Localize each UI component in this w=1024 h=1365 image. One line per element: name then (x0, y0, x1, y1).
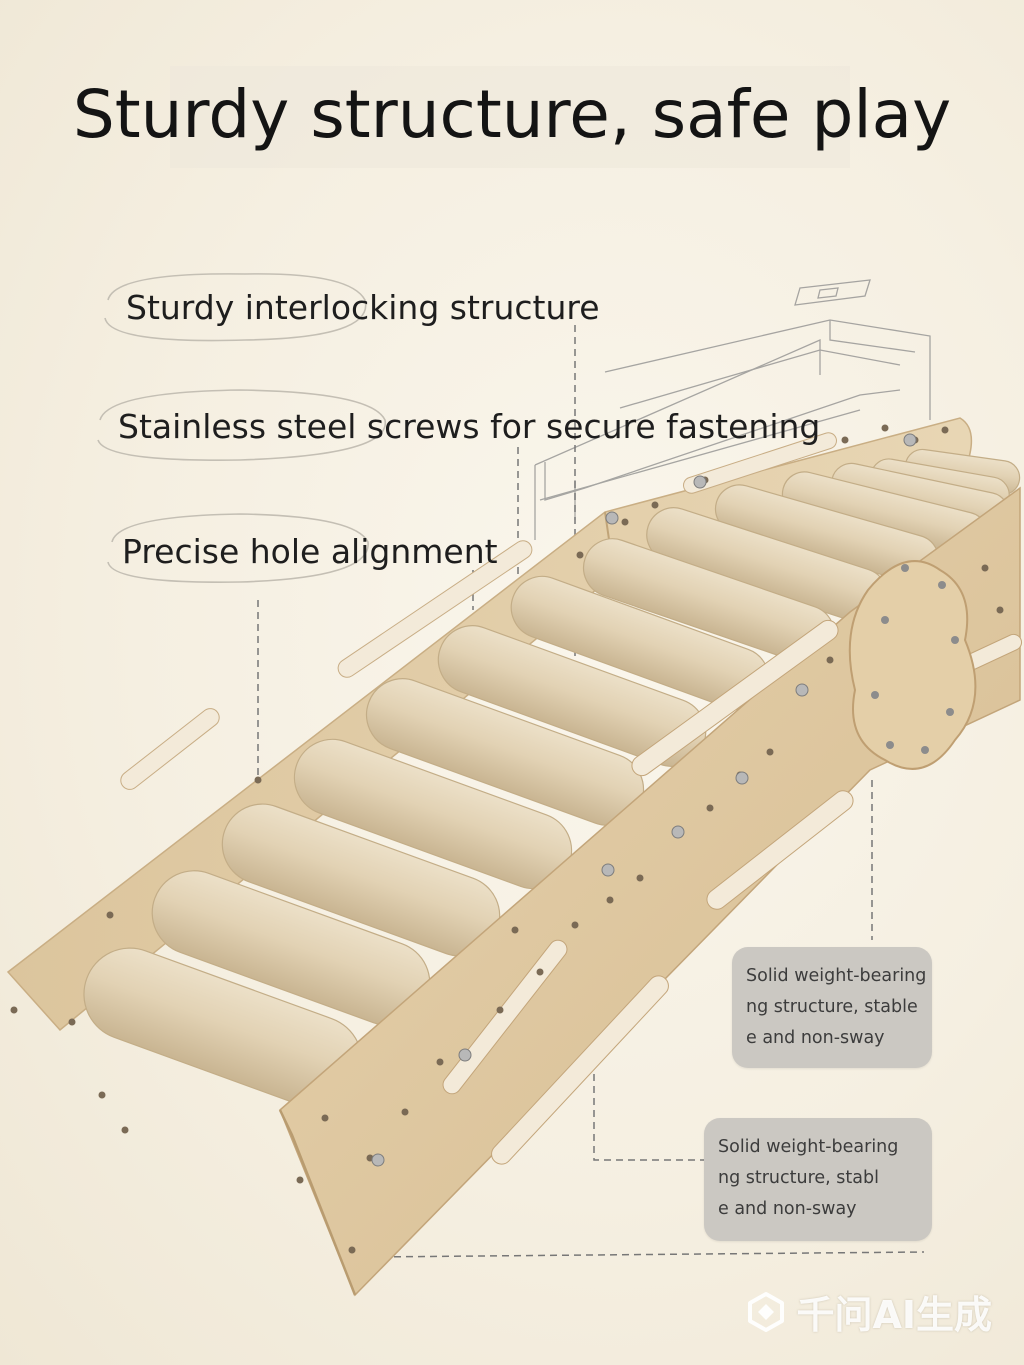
watermark: 千问AI生成 (744, 1284, 992, 1339)
watermark-text: 千问AI生成 (796, 1293, 992, 1337)
callout-oval-1 (104, 273, 367, 342)
callout-interlocking-structure: Sturdy interlocking structure (126, 288, 600, 327)
card-line: Solid weight-bearing (718, 1137, 899, 1157)
card-line: ng structure, stable (746, 997, 918, 1017)
card-line: Solid weight-bearing (746, 966, 927, 986)
callout-oval-3 (107, 513, 369, 583)
ai-logo-icon (748, 1291, 785, 1332)
info-card-weight-bearing: Solid weight-bearing ng structure, stabl… (732, 947, 932, 1068)
connector-plate (848, 560, 977, 770)
card-line: e and non-sway (746, 1028, 885, 1048)
title-band (170, 66, 850, 168)
info-card-weight-bearing-2: Solid weight-bearing ng structure, stabl… (704, 1118, 932, 1241)
callout-oval-2 (97, 389, 386, 461)
card-line: e and non-sway (718, 1199, 857, 1219)
rollers (83, 448, 1021, 1109)
card-line: ng structure, stabl (718, 1168, 879, 1188)
page-title: Sturdy structure, safe play (72, 76, 952, 153)
callout-hole-alignment: Precise hole alignment (122, 532, 498, 571)
steel-screws (371, 433, 917, 1167)
callout-stainless-screws: Stainless steel screws for secure fasten… (118, 407, 821, 446)
screw-holes (10, 424, 1004, 1254)
front-rail (278, 486, 1023, 1297)
